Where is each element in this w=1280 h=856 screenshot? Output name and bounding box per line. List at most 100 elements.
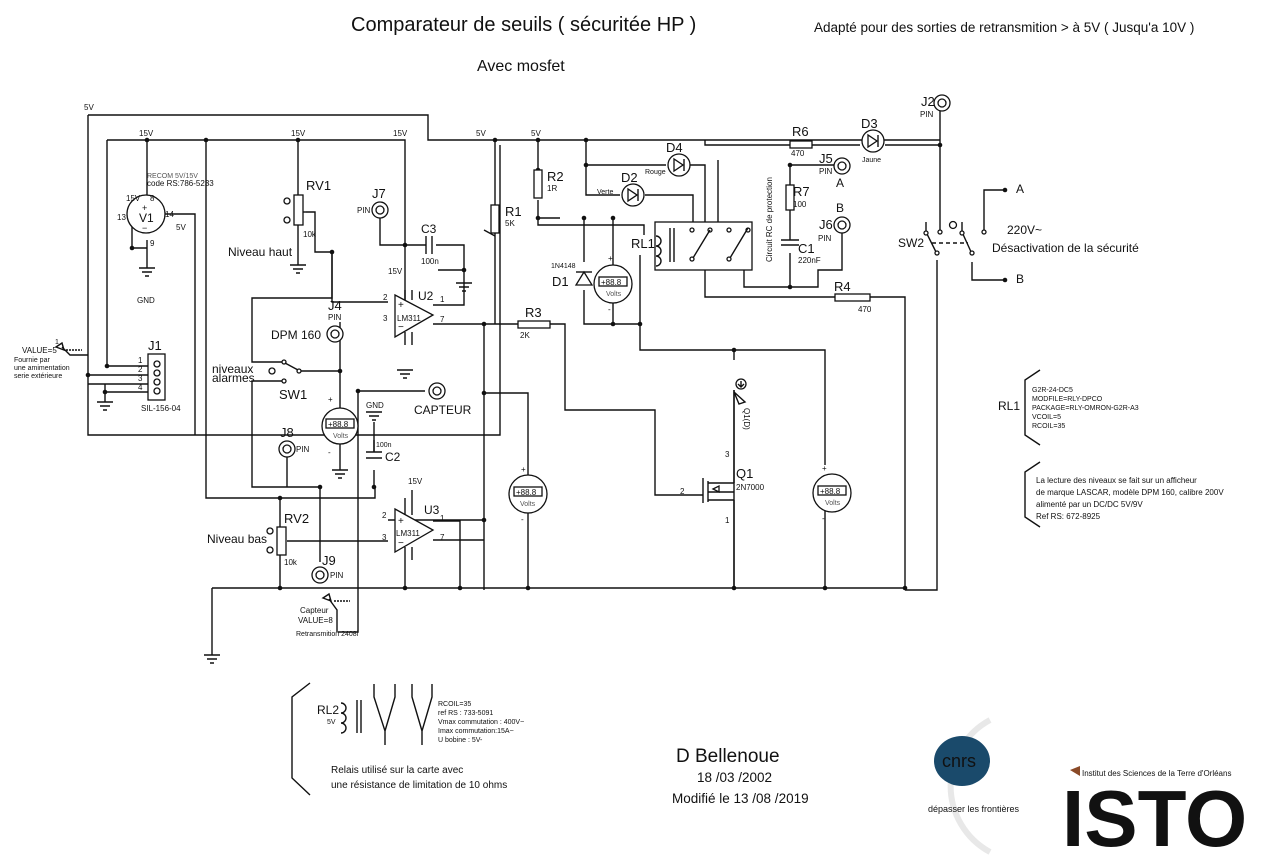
pin-j8[interactable]: J8 PIN — [278, 425, 310, 487]
resistor-r1: R1 5K — [490, 204, 522, 234]
author-name: D Bellenoue — [676, 746, 780, 767]
svg-text:J2: J2 — [921, 94, 935, 109]
potentiometer-rv2[interactable]: RV2 10k Niveau bas — [207, 498, 309, 567]
switch-sw1[interactable]: niveaux alarmes SW1 — [212, 359, 307, 402]
svg-text:ref RS : 733-5091: ref RS : 733-5091 — [438, 710, 493, 717]
svg-text:B: B — [1016, 272, 1024, 286]
svg-text:RL1: RL1 — [631, 236, 655, 251]
svg-text:1: 1 — [440, 295, 445, 304]
svg-text:1: 1 — [725, 516, 730, 525]
svg-text:RV1: RV1 — [306, 178, 331, 193]
svg-text:Niveau haut: Niveau haut — [228, 245, 293, 259]
modified-date: Modifié le 13 /08 /2019 — [672, 791, 809, 806]
pin-j7[interactable]: J7 PIN — [357, 186, 389, 219]
pin-capteur[interactable]: CAPTEUR — [414, 382, 472, 417]
svg-text:3: 3 — [138, 374, 143, 383]
svg-text:Capteur: Capteur — [300, 606, 329, 615]
svg-text:A: A — [1016, 182, 1024, 196]
svg-text:Désactivation de la sécurité: Désactivation de la sécurité — [992, 241, 1139, 255]
svg-text:D3: D3 — [861, 116, 878, 131]
svg-text:R6: R6 — [792, 124, 809, 139]
svg-text:RL1: RL1 — [998, 399, 1020, 413]
svg-text:+88.8: +88.8 — [328, 420, 349, 429]
svg-text:RCOIL=35: RCOIL=35 — [438, 701, 471, 708]
rl1-spec-note: RL1 G2R-24-DC5 MODFILE=RLY-DPCO PACKAGE=… — [998, 369, 1139, 446]
svg-text:alarmes: alarmes — [212, 371, 255, 385]
rail-label-5v: 5V — [476, 129, 486, 138]
svg-text:B: B — [836, 201, 844, 215]
pin-j9[interactable]: J9 PIN — [311, 553, 344, 584]
svg-text:VCOIL=5: VCOIL=5 — [1032, 414, 1061, 421]
svg-text:−: − — [142, 223, 147, 233]
svg-text:code RS:786-5233: code RS:786-5233 — [147, 179, 214, 188]
relay-rl1[interactable]: RL1 — [631, 221, 753, 271]
pin-j6[interactable]: J6 PIN B — [818, 201, 851, 243]
resistor-r4: R4 470 — [834, 279, 872, 314]
svg-text:+: + — [328, 395, 333, 404]
svg-text:8: 8 — [150, 194, 155, 203]
svg-text:−: − — [398, 322, 404, 333]
capteur-probe: Capteur VALUE=8 Retransmition 2408i — [296, 592, 359, 638]
svg-text:Volts: Volts — [520, 501, 536, 508]
svg-text:+: + — [398, 300, 404, 311]
resistor-r2: R2 1R — [533, 169, 564, 199]
svg-text:PIN: PIN — [328, 313, 342, 322]
svg-text:alimenté par un DC/DC 5V/9V: alimenté par un DC/DC 5V/9V — [1036, 500, 1143, 509]
svg-text:C3: C3 — [421, 222, 437, 236]
svg-text:15V: 15V — [388, 267, 403, 276]
pin-j5[interactable]: J5 PIN A — [819, 151, 851, 190]
svg-text:Q1(D): Q1(D) — [742, 408, 751, 430]
ground-icon — [366, 411, 382, 421]
led-d3: D3 Jaune — [861, 116, 885, 164]
svg-text:3: 3 — [725, 450, 730, 459]
rail-5v-left-loop — [87, 115, 501, 436]
svg-text:U bobine : 5V-: U bobine : 5V- — [438, 737, 483, 744]
svg-text:G2R-24-DC5: G2R-24-DC5 — [1032, 387, 1073, 394]
svg-text:Vmax commutation : 400V~: Vmax commutation : 400V~ — [438, 719, 524, 726]
mosfet-q1[interactable]: Q1 2N7000 3 2 1 Q1(D) — [680, 378, 765, 588]
svg-text:1N4148: 1N4148 — [551, 263, 576, 270]
svg-text:C1: C1 — [798, 241, 815, 256]
pin-j2[interactable]: J2 PIN — [920, 94, 951, 119]
svg-text:LM311: LM311 — [397, 314, 421, 323]
svg-text:100: 100 — [793, 200, 807, 209]
svg-text:2: 2 — [680, 487, 685, 496]
svg-text:Volts: Volts — [825, 500, 841, 507]
rc-protection-label: Circuit RC de protection — [765, 177, 774, 262]
svg-text:D1: D1 — [552, 274, 569, 289]
rail-5v — [88, 114, 940, 141]
svg-text:+: + — [822, 464, 827, 473]
svg-text:DPM 160: DPM 160 — [271, 328, 321, 342]
svg-text:J6: J6 — [819, 217, 833, 232]
comparator-u3[interactable]: +− LM311 U3 2 3 7 1 15V — [382, 477, 445, 565]
svg-text:+88.8: +88.8 — [516, 488, 537, 497]
svg-text:Imax commutation:15A~: Imax commutation:15A~ — [438, 728, 514, 735]
ground-icon — [397, 369, 413, 379]
rail-labels: 5V 15V 15V 15V 5V 5V — [84, 103, 541, 138]
led-d2: D2 Verte — [597, 170, 645, 207]
ground-icon — [332, 469, 348, 479]
potentiometer-rv1[interactable]: RV1 10k Niveau haut — [228, 178, 331, 259]
connector-j1[interactable]: J1 1 2 3 4 SIL-156-04 — [138, 338, 181, 413]
cnrs-tagline: dépasser les frontières — [928, 804, 1020, 814]
rail-label-15v: 15V — [393, 129, 408, 138]
svg-text:2N7000: 2N7000 — [736, 483, 765, 492]
schematic-title: Comparateur de seuils ( sécuritée HP ) — [351, 14, 697, 36]
svg-text:J1: J1 — [148, 338, 162, 353]
svg-text:J9: J9 — [322, 553, 336, 568]
svg-text:470: 470 — [791, 149, 805, 158]
svg-text:7: 7 — [440, 533, 445, 542]
switch-sw2[interactable]: SW2 220V~ Désactivation de la sécurité A… — [898, 182, 1139, 286]
isto-wordmark: ISTO — [1062, 774, 1247, 856]
svg-text:+: + — [608, 254, 613, 263]
svg-text:13: 13 — [117, 213, 126, 222]
dcdc-v1[interactable]: + V1 − RECOM 5V/15V code RS:786-5233 15V… — [117, 173, 214, 248]
svg-text:3: 3 — [383, 314, 388, 323]
svg-text:−: − — [398, 538, 404, 549]
cnrs-logo: cnrs dépasser les frontières — [928, 717, 1020, 855]
svg-text:Niveau bas: Niveau bas — [207, 532, 267, 546]
svg-text:J8: J8 — [280, 425, 294, 440]
ground-icon — [456, 282, 472, 292]
pin-j4[interactable]: J4 PIN DPM 160 — [271, 298, 344, 343]
comparator-u2[interactable]: +− LM311 U2 2 3 7 1 15V — [383, 267, 445, 345]
